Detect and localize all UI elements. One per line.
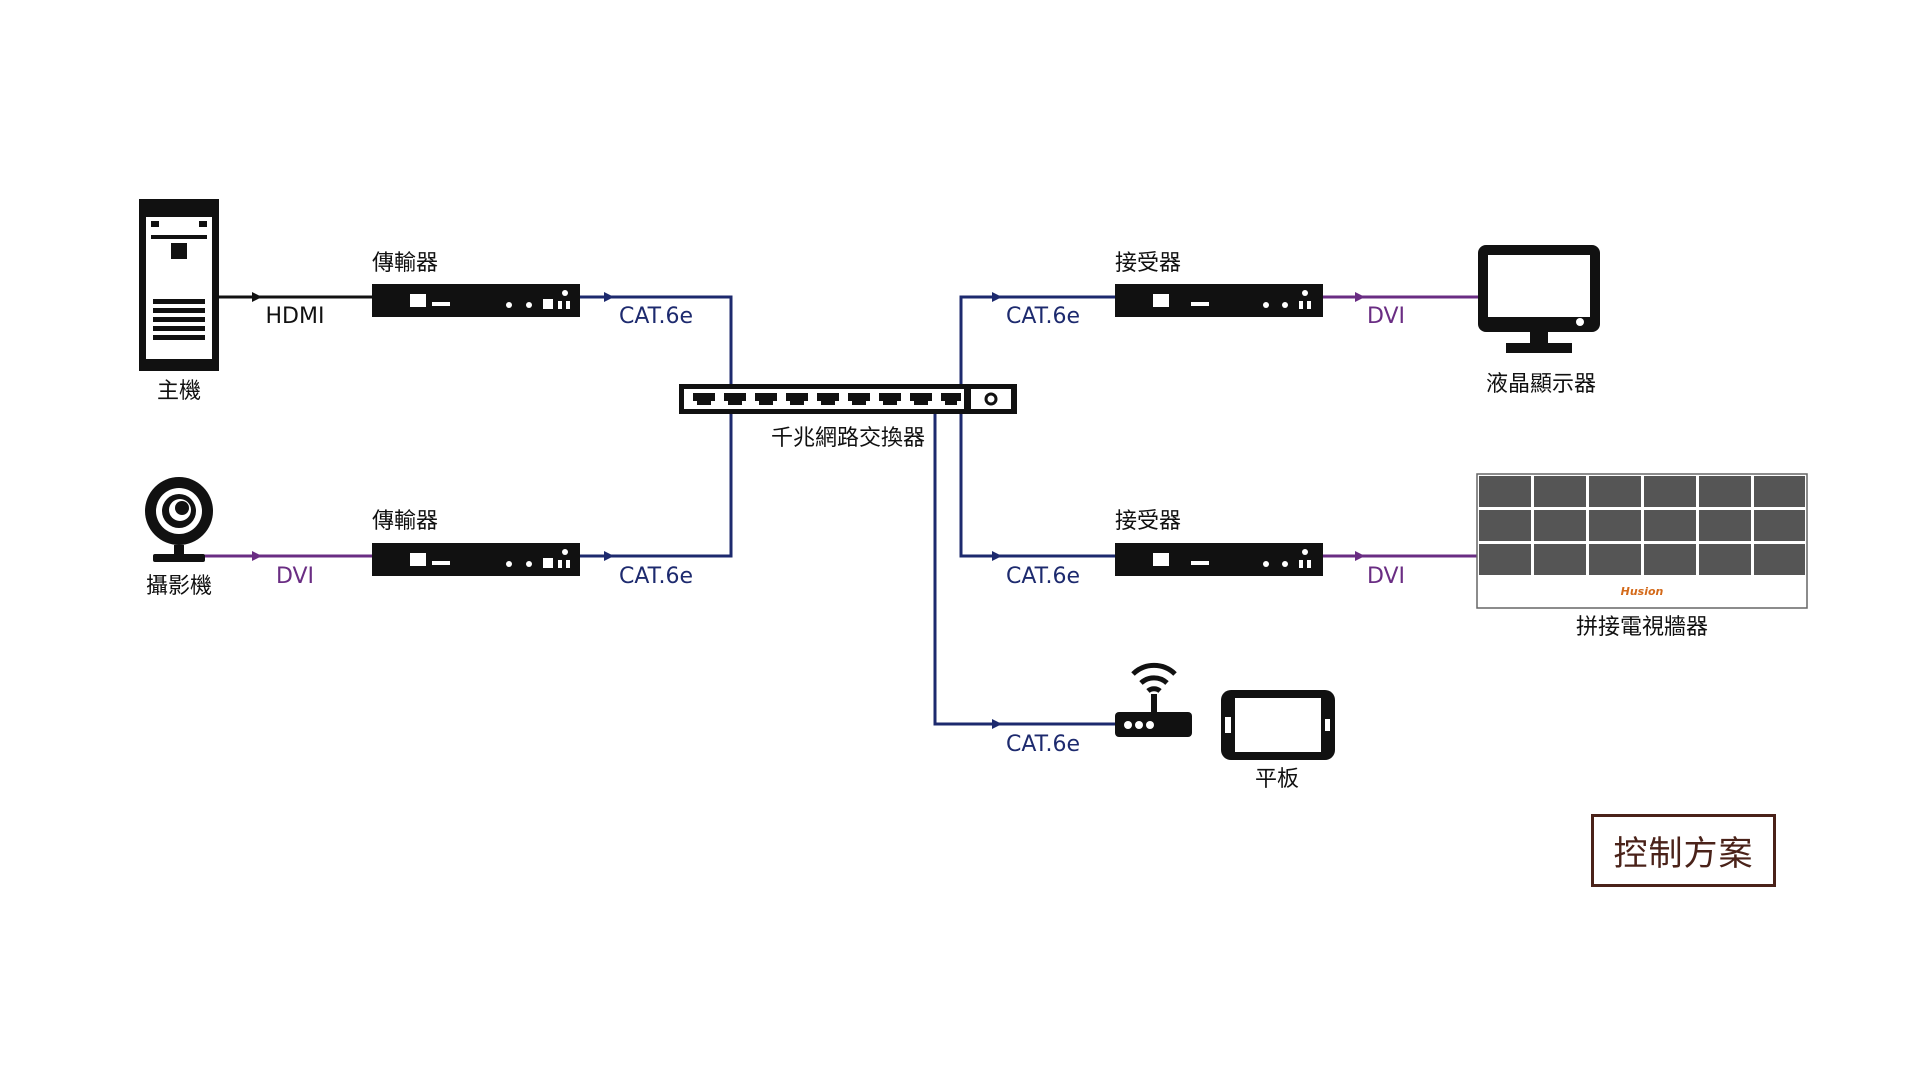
tx2-cat6e-label: CAT.6e	[619, 564, 693, 589]
camera-label: 攝影機	[146, 574, 212, 599]
tablet-icon	[1221, 690, 1335, 760]
line-switch-to-rx1	[959, 292, 1002, 386]
line-switch-to-rx2	[959, 412, 1002, 561]
monitor-icon	[1478, 245, 1600, 353]
transmitter-1-label: 傳輸器	[372, 251, 438, 276]
videowall-dvi-label: DVI	[1367, 564, 1405, 589]
transmitter-2-label: 傳輸器	[372, 509, 438, 534]
webcam-icon	[145, 477, 213, 562]
transmitter-1-box	[372, 284, 580, 317]
line-switch-to-router	[933, 412, 1002, 729]
receiver-2-label: 接受器	[1115, 509, 1181, 534]
network-switch-icon	[679, 384, 1017, 414]
camera-dvi-label: DVI	[276, 564, 314, 589]
monitor-label: 液晶顯示器	[1486, 372, 1596, 397]
rx2-cat6e-label: CAT.6e	[1006, 564, 1080, 589]
host-label: 主機	[157, 379, 201, 404]
line-tx1-to-switch	[606, 295, 733, 386]
line-tx2-to-switch	[606, 412, 733, 558]
tablet-label: 平板	[1255, 767, 1299, 792]
hdmi-label: HDMI	[266, 304, 325, 329]
switch-label: 千兆網路交換器	[771, 426, 925, 451]
receiver-1-label: 接受器	[1115, 251, 1181, 276]
rx1-cat6e-label: CAT.6e	[1006, 304, 1080, 329]
receiver-2-box	[1115, 543, 1323, 576]
wifi-router-icon	[1115, 662, 1192, 737]
connection-lines	[203, 292, 1478, 729]
video-wall-brand: Husion	[1621, 585, 1664, 598]
monitor-dvi-label: DVI	[1367, 304, 1405, 329]
control-scheme-box: 控制方案	[1591, 814, 1776, 887]
router-cat6e-label: CAT.6e	[1006, 732, 1080, 757]
control-scheme-title: 控制方案	[1613, 834, 1754, 874]
receiver-1-box	[1115, 284, 1323, 317]
video-wall-icon: Husion	[1476, 473, 1808, 609]
video-wall-label: 拼接電視牆器	[1576, 615, 1708, 640]
tx1-cat6e-label: CAT.6e	[619, 304, 693, 329]
transmitter-2-box	[372, 543, 580, 576]
server-tower-icon	[139, 199, 219, 371]
